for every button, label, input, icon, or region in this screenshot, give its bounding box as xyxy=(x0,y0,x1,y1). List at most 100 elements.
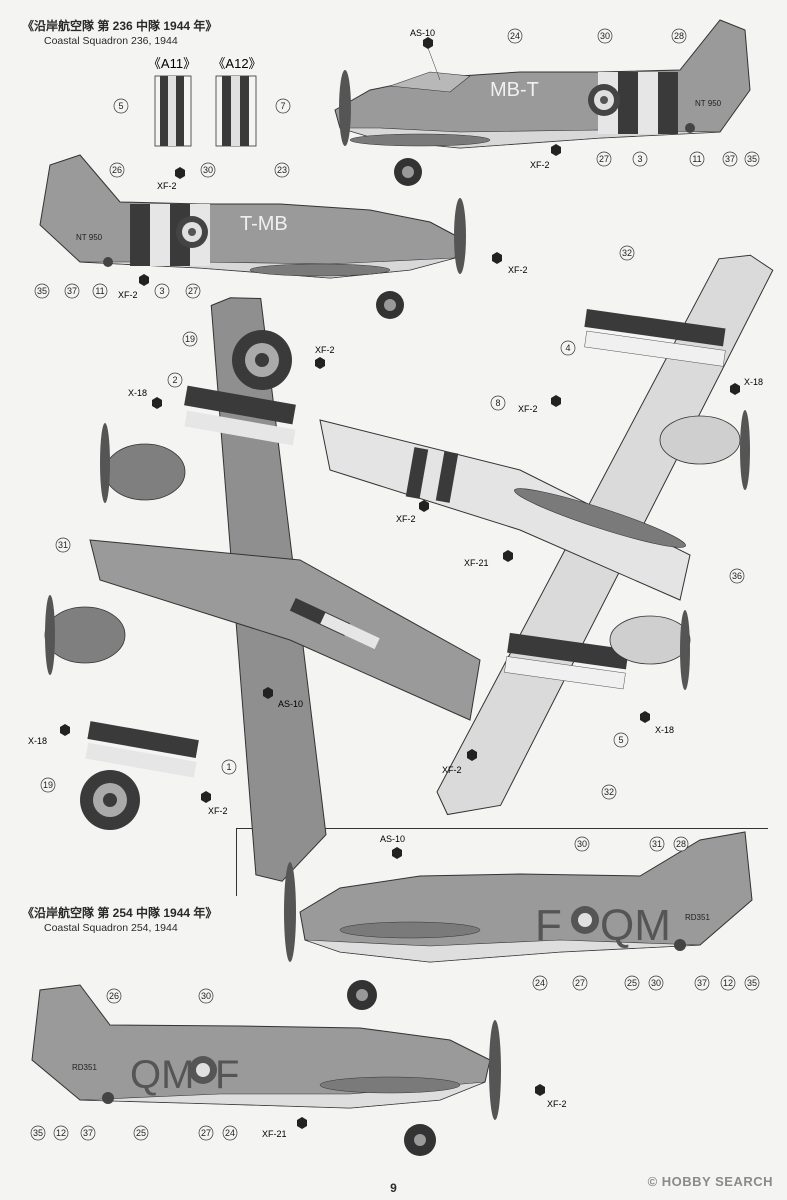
section-divider-top xyxy=(236,828,768,829)
callout-37-c: 37 xyxy=(694,975,710,991)
squadron-254-title-jp: 《沿岸航空隊 第 254 中隊 1944 年》 xyxy=(22,906,218,920)
callout-24-b: 26 xyxy=(106,988,122,1004)
callout-7: 7 xyxy=(275,98,291,114)
svg-text:19: 19 xyxy=(185,334,195,344)
paint-callout-as10-top: AS-10 xyxy=(410,28,441,81)
insert-a12-panel: 《A12》 xyxy=(212,56,262,147)
paint-label: AS-10 xyxy=(410,28,435,38)
paint-label: XF-2 xyxy=(518,404,538,414)
squadron-236-title-jp: 《沿岸航空隊 第 236 中隊 1944 年》 xyxy=(22,19,218,33)
callout-4: 4 xyxy=(560,340,576,356)
squadron-254-heading: 《沿岸航空隊 第 254 中隊 1944 年》 Coastal Squadron… xyxy=(22,906,217,936)
svg-text:37: 37 xyxy=(67,286,77,296)
paint-label: XF-2 xyxy=(442,765,462,775)
svg-text:30: 30 xyxy=(651,978,661,988)
callout-27-b: 30 xyxy=(200,162,216,178)
callout-26-b: 27 xyxy=(185,283,201,299)
callout-22-b: 24 xyxy=(222,1125,238,1141)
callout-31: 31 xyxy=(649,836,665,852)
svg-text:36: 36 xyxy=(732,571,742,581)
svg-text:24: 24 xyxy=(535,978,545,988)
callout-35-b: 35 xyxy=(34,283,50,299)
svg-text:37: 37 xyxy=(725,154,735,164)
svg-text:37: 37 xyxy=(697,978,707,988)
paint-callout-xf2-g: XF-2 xyxy=(396,500,429,524)
paint-label: XF-21 xyxy=(464,558,489,568)
watermark-mark: © xyxy=(647,1174,658,1189)
callout-23-a: 25 xyxy=(624,975,640,991)
svg-text:30: 30 xyxy=(577,839,587,849)
callout-35-a: 35 xyxy=(744,151,760,167)
paint-label: XF-2 xyxy=(315,345,335,355)
svg-text:1: 1 xyxy=(226,762,231,772)
svg-text:8: 8 xyxy=(495,398,500,408)
serial-236-left: NT 950 xyxy=(76,233,103,242)
svg-text:3: 3 xyxy=(159,286,164,296)
callout-21: 24 xyxy=(507,28,523,44)
insert-a12-label: 《A12》 xyxy=(212,56,261,71)
svg-text:11: 11 xyxy=(692,154,701,164)
aircraft-254-left-profile: QM F RD351 xyxy=(31,984,501,1156)
callout-25-a: 28 xyxy=(671,28,687,44)
serial-254-right: RD351 xyxy=(685,913,710,922)
callout-12-b: 12 xyxy=(53,1125,69,1141)
paint-label: AS-10 xyxy=(380,834,405,844)
squadron-254-title-en: Coastal Squadron 254, 1944 xyxy=(44,922,178,934)
callout-20: 23 xyxy=(274,162,290,178)
svg-text:31: 31 xyxy=(652,839,662,849)
callout-8: 8 xyxy=(490,395,506,411)
callout-35-d: 35 xyxy=(30,1125,46,1141)
callout-12-a: 12 xyxy=(720,975,736,991)
paint-callout-xf2-a: XF-2 xyxy=(530,144,561,170)
aircraft-254-right-profile: F QM RD351 xyxy=(284,831,753,1010)
svg-text:28: 28 xyxy=(676,839,686,849)
svg-text:35: 35 xyxy=(37,286,47,296)
paint-callout-xf2-f: XF-2 xyxy=(518,395,561,414)
callout-6: 5 xyxy=(113,98,129,114)
aircraft-236-top-view xyxy=(44,297,481,882)
svg-text:27: 27 xyxy=(188,286,198,296)
callout-11-a: 11 xyxy=(689,151,705,167)
callout-37-a: 37 xyxy=(722,151,738,167)
paint-callout-as10-mid: AS-10 xyxy=(263,687,303,709)
paint-label: XF-2 xyxy=(208,806,228,816)
insert-a11-label: 《A11》 xyxy=(148,56,196,71)
paint-callout-xf2-b: XF-2 xyxy=(157,167,185,191)
paint-callout-x18-d: X-18 xyxy=(28,724,70,746)
svg-text:2: 2 xyxy=(172,375,177,385)
paint-label: X-18 xyxy=(744,377,763,387)
squadron-236-heading: 《沿岸航空隊 第 236 中隊 1944 年》 Coastal Squadron… xyxy=(22,19,217,49)
paint-label: X-18 xyxy=(655,725,674,735)
paint-callout-xf21-a: XF-21 xyxy=(464,550,513,568)
paint-callout-x18-c: X-18 xyxy=(640,711,674,735)
callout-11-b: 11 xyxy=(92,283,108,299)
paint-callout-xf21-b: XF-21 xyxy=(262,1117,307,1139)
svg-text:27: 27 xyxy=(575,978,585,988)
svg-text:26: 26 xyxy=(109,991,119,1001)
callout-35-c: 35 xyxy=(744,975,760,991)
svg-text:27: 27 xyxy=(201,1128,211,1138)
callout-37-d: 37 xyxy=(80,1125,96,1141)
svg-text:37: 37 xyxy=(83,1128,93,1138)
svg-text:35: 35 xyxy=(747,154,757,164)
svg-text:3: 3 xyxy=(637,154,642,164)
callout-36: 36 xyxy=(729,568,745,584)
paint-label: AS-10 xyxy=(278,699,303,709)
svg-text:32: 32 xyxy=(604,787,614,797)
svg-text:31: 31 xyxy=(58,540,68,550)
code-254-left-b: F xyxy=(215,1053,239,1097)
paint-label: X-18 xyxy=(28,736,47,746)
callout-37-b: 37 xyxy=(64,283,80,299)
svg-text:5: 5 xyxy=(618,735,623,745)
code-254-right-b: QM xyxy=(600,901,671,950)
callout-19-b: 19 xyxy=(40,777,56,793)
paint-callout-x18-b: X-18 xyxy=(730,377,763,395)
callout-23-b: 25 xyxy=(133,1125,149,1141)
code-236-left: T-MB xyxy=(240,213,288,235)
svg-text:28: 28 xyxy=(674,31,684,41)
svg-text:12: 12 xyxy=(723,978,733,988)
svg-text:11: 11 xyxy=(95,286,104,296)
callout-27-d: 30 xyxy=(198,988,214,1004)
paint-callout-xf2-i: XF-2 xyxy=(201,791,228,816)
paint-label: XF-2 xyxy=(547,1099,567,1109)
